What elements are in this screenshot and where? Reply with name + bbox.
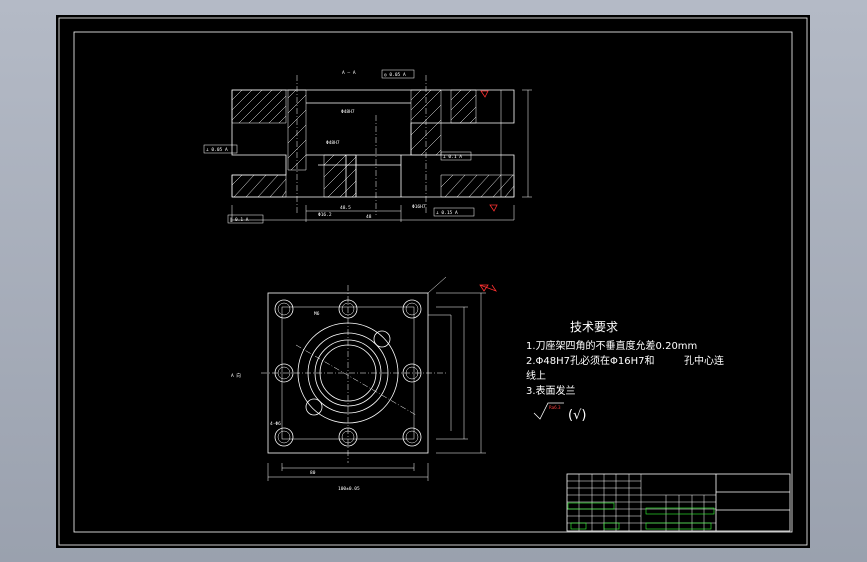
dim-m6: M6 <box>314 311 320 317</box>
tol-frame-right: ⊥ 0.1 A <box>443 154 462 160</box>
roughness-paren: (√) <box>568 408 586 423</box>
dim-phi48h7: Φ48H7 <box>326 140 340 146</box>
notes-heading: 技术要求 <box>570 320 618 334</box>
tol-frame-bottom-left: ∥ 0.1 A <box>230 217 249 223</box>
inner-frame <box>73 31 793 533</box>
note-line-1: 1.刀座架四角的不垂直度允差0.20mm <box>526 339 697 352</box>
roughness-value: Ra6.3 <box>549 405 561 410</box>
dim-phi48h7-top: Φ48H7 <box>341 109 355 115</box>
dim-48: 48 <box>366 214 372 220</box>
drawing-canvas: A — A <box>58 17 808 546</box>
dim-100: 100±0.05 <box>338 486 360 492</box>
dim-4-phi6: 4-Φ6 <box>270 421 281 427</box>
section-label: A — A <box>342 70 356 76</box>
dim-phi16-2: Φ16.2 <box>318 212 332 218</box>
note-line-2a: 2.Φ48H7孔必须在Φ16H7和 <box>526 354 655 367</box>
view-a-label: A 向 <box>231 372 241 379</box>
drawing-sheet: A — A <box>56 15 810 548</box>
note-line-3: 线上 <box>526 369 546 382</box>
tol-frame-left: ⊥ 0.05 A <box>206 147 228 153</box>
plan-view: A 向 <box>231 276 498 492</box>
section-view: A — A <box>203 69 532 224</box>
tb-green-scale <box>645 522 712 530</box>
title-block <box>566 473 791 532</box>
dim-phi16h7: Φ16H7 <box>412 204 426 210</box>
tb-green-date <box>603 522 620 530</box>
tb-green-cells <box>645 507 715 515</box>
tol-frame-bottom-right: ⊥ 0.15 A <box>436 210 458 216</box>
dim-80: 80 <box>310 470 316 476</box>
technical-notes: 技术要求 1.刀座架四角的不垂直度允差0.20mm 2.Φ48H7孔必须在Φ16… <box>526 320 724 423</box>
roughness-symbol <box>533 402 564 420</box>
tol-frame-top: ◎ 0.05 A <box>384 72 406 78</box>
outer-frame <box>58 17 808 546</box>
dim-48-5: 48.5 <box>340 205 351 211</box>
tb-green-row <box>567 502 615 510</box>
note-line-2b: 孔中心连 <box>684 354 724 367</box>
tb-green-name <box>570 522 587 530</box>
note-line-4: 3.表面发兰 <box>526 384 576 397</box>
